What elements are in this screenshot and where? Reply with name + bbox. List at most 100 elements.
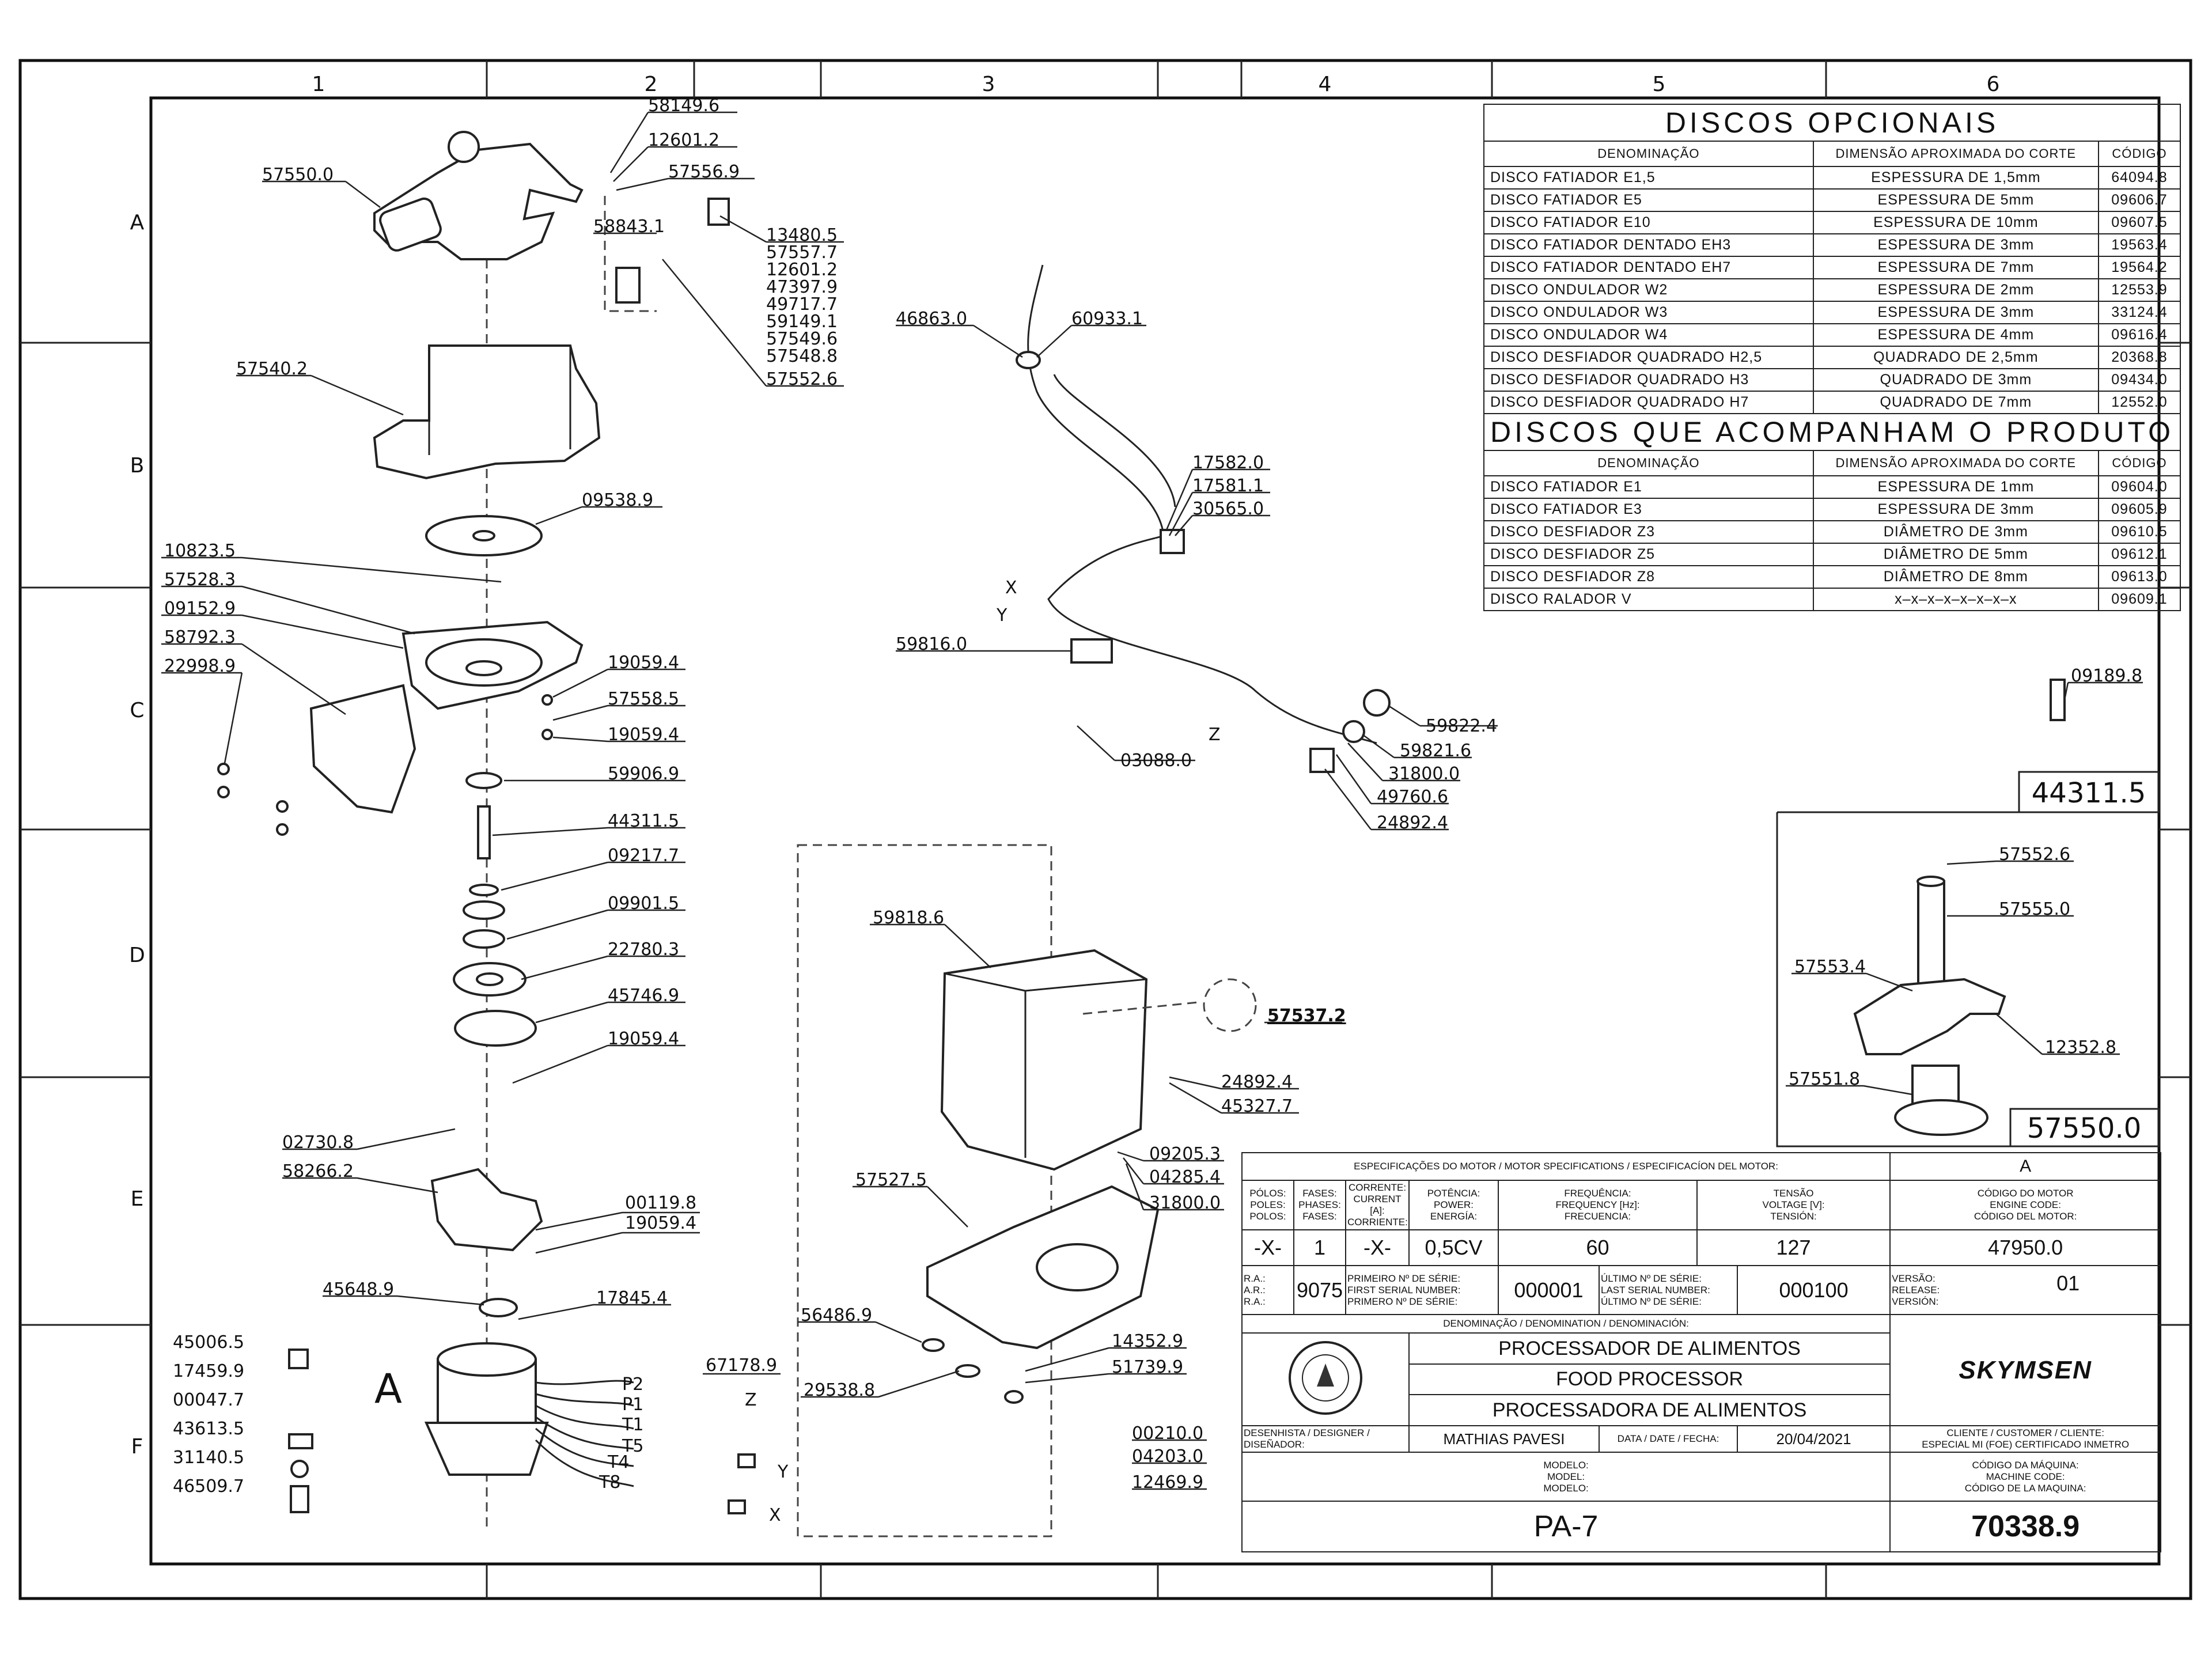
callout-label: 03088.0	[1120, 751, 1192, 771]
wire-y: Y	[777, 1462, 789, 1482]
cell: DISCO FATIADOR E10	[1483, 211, 1814, 234]
sensor-mount	[1309, 748, 1335, 773]
wire-t1: T1	[622, 1415, 643, 1435]
inset-44311-box	[2018, 771, 2160, 813]
last-serial-labels: ÚLTIMO Nº DE SÉRIE:LAST SERIAL NUMBER:ÚL…	[1599, 1265, 1738, 1315]
brand-logo: SKYMSEN	[1889, 1314, 2162, 1426]
version-cell: VERSÃO:RELEASE:VERSIÓN: 01	[1889, 1265, 2162, 1315]
first-serial-labels: PRIMEIRO Nº DE SÉRIE:FIRST SERIAL NUMBER…	[1345, 1265, 1499, 1315]
cell: 33124.4	[2097, 301, 2181, 324]
date-label: DATA / DATE / FECHA:	[1599, 1425, 1738, 1453]
motor-label-phases: FASES:PHASES:FASES:	[1293, 1180, 1346, 1230]
cell: DISCO DESFIADOR Z5	[1483, 543, 1814, 566]
cell: DISCO FATIADOR E5	[1483, 188, 1814, 212]
wire-z: Z	[745, 1390, 757, 1410]
callout-label: 57555.0	[1999, 899, 2070, 919]
base-housing-group	[797, 844, 1257, 1537]
cell: 19563.4	[2097, 233, 2181, 257]
foot-part	[922, 1338, 945, 1352]
callout-label: 57540.2	[236, 359, 308, 379]
row-D: D	[129, 944, 145, 967]
callout-label: 22780.3	[608, 940, 679, 960]
first-serial-value: 000001	[1498, 1265, 1600, 1315]
cell: DISCO DESFIADOR Z3	[1483, 520, 1814, 544]
callout-label: 59906.9	[608, 764, 679, 784]
motor-phases-value: 1	[1293, 1229, 1346, 1266]
callout-label: 44311.5	[608, 811, 679, 831]
col-1: 1	[312, 73, 325, 96]
client-cell: CLIENTE / CUSTOMER / CLIENTE:ESPECIAL MI…	[1889, 1425, 2162, 1453]
callout-label: 49717.7	[766, 294, 838, 315]
callout-label: 13480.5	[766, 225, 838, 245]
callout-label: 00210.0	[1132, 1423, 1203, 1444]
wire-x: X	[769, 1505, 781, 1525]
callout-label: 09901.5	[608, 893, 679, 914]
connector-part	[1160, 529, 1185, 554]
callout-label: 12352.8	[2045, 1037, 2116, 1058]
switch-box-part	[1070, 638, 1113, 664]
col-6: 6	[1987, 73, 2000, 96]
callout-label: 00047.7	[173, 1390, 244, 1410]
cell: DISCO FATIADOR E1	[1483, 475, 1814, 499]
callout-label: 29538.8	[804, 1380, 875, 1400]
cell: DISCO ONDULADOR W2	[1483, 278, 1814, 302]
seal-part	[465, 772, 502, 789]
callout-label: 67178.9	[706, 1355, 777, 1376]
wire-t5: T5	[622, 1436, 643, 1456]
callout-label: 43613.5	[173, 1419, 244, 1439]
callout-label: 45327.7	[1221, 1096, 1293, 1116]
callout-label: 49760.6	[1377, 787, 1448, 807]
callout-label: 57550.0	[262, 165, 334, 185]
callout-label: 57557.7	[766, 243, 838, 263]
tube-part	[1917, 880, 1945, 998]
callout-label: 57556.9	[668, 162, 740, 182]
pusher-knob	[448, 131, 480, 163]
belt-part	[454, 1010, 537, 1047]
cell: 12553.9	[2097, 278, 2181, 302]
motor-bracket-part	[430, 1168, 543, 1252]
motor-code-value: 47950.0	[1889, 1229, 2162, 1266]
callout-label: 09189.8	[2071, 666, 2142, 686]
wire-y2: Y	[996, 605, 1007, 626]
switch-icon	[290, 1485, 309, 1513]
wire-t4: T4	[607, 1452, 629, 1472]
wire-x2: X	[1005, 578, 1017, 598]
callout-label: 14352.9	[1112, 1331, 1183, 1351]
latch-block	[615, 267, 641, 304]
cell: DISCO FATIADOR E1,5	[1483, 166, 1814, 190]
callout-label: 17581.1	[1192, 476, 1264, 496]
callout-label: 12601.2	[648, 130, 719, 150]
machine-code-value: 70338.9	[1889, 1501, 2162, 1552]
sensor-part	[1342, 720, 1365, 743]
motor-power-value: 0,5CV	[1408, 1229, 1499, 1266]
shaft-part	[477, 805, 491, 859]
authorized-seal	[1241, 1332, 1410, 1426]
callout-label: 59816.0	[896, 634, 967, 654]
connector-x	[728, 1499, 746, 1514]
callout-label: 45006.5	[173, 1332, 244, 1353]
col-header: DENOMINAÇÃO	[1483, 141, 1814, 167]
callout-label: 24892.4	[1377, 813, 1448, 833]
cell: ESPESSURA DE 2mm	[1812, 278, 2099, 302]
callout-label: 17845.4	[596, 1288, 668, 1308]
callout-label: 30565.0	[1192, 499, 1264, 519]
callout-label: 59821.6	[1400, 741, 1471, 761]
col-header: DIMENSÃO APROXIMADA DO CORTE	[1812, 141, 2099, 167]
cell: 09616.4	[2097, 323, 2181, 347]
motor-header: ESPECIFICAÇÕES DO MOTOR / MOTOR SPECIFIC…	[1241, 1152, 1891, 1181]
callout-label: 58792.3	[164, 627, 236, 647]
designer-name: MATHIAS PAVESI	[1408, 1425, 1600, 1453]
cell: DISCO FATIADOR DENTADO EH7	[1483, 256, 1814, 279]
callout-label: 59149.1	[766, 312, 838, 332]
cell: 64094.8	[2097, 166, 2181, 190]
col-header: DENOMINAÇÃO	[1483, 450, 1814, 476]
row-C: C	[130, 699, 144, 722]
wire-labels: P2 P1 T1 T5 T4 T8 Z Y X X Y Z A	[288, 578, 1221, 1525]
